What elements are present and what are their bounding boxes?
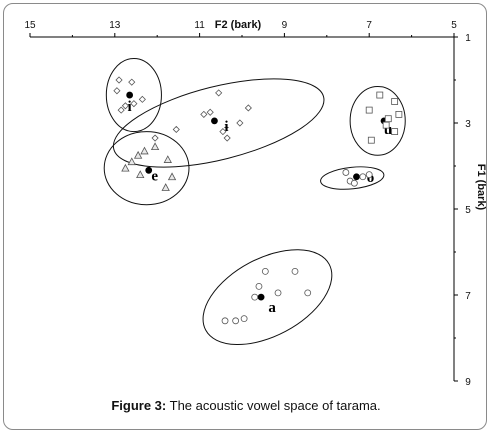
data-point: [365, 171, 373, 179]
caption-text: The acoustic vowel space of tarama.: [169, 398, 381, 413]
data-point: [130, 100, 138, 108]
vowel-label: i: [128, 99, 132, 115]
data-point: [140, 146, 149, 155]
data-point: [219, 128, 227, 136]
data-point: [365, 106, 373, 114]
data-point: [367, 136, 375, 144]
data-point: [376, 91, 384, 99]
data-point: [150, 142, 160, 151]
data-point: [382, 121, 390, 129]
y-tick-label: 5: [465, 205, 471, 216]
data-point: [167, 172, 177, 181]
vowel-mean-point: [211, 117, 218, 125]
data-point: [223, 134, 231, 142]
data-point: [121, 163, 130, 172]
x-tick-label: 15: [24, 20, 36, 31]
figure-caption: Figure 3: The acoustic vowel space of ta…: [0, 398, 492, 413]
vowel-mean-point: [145, 166, 153, 174]
y-tick-label: 7: [465, 291, 471, 302]
data-point: [215, 89, 223, 97]
vowel-ellipse: [349, 85, 406, 156]
vowel-ellipse: [105, 58, 162, 133]
vowel-label: o: [367, 170, 375, 186]
y-axis-title: F1 (bark): [475, 164, 487, 211]
data-point: [244, 104, 252, 112]
data-point: [255, 282, 263, 290]
y-tick-label: 3: [465, 119, 471, 130]
data-point: [138, 95, 146, 103]
data-point: [350, 179, 358, 187]
data-point: [304, 289, 312, 297]
vowel-ellipse: [320, 166, 385, 190]
x-tick-label: 9: [282, 20, 288, 31]
y-tick-label: 1: [465, 33, 471, 44]
data-point: [236, 119, 244, 127]
data-point: [342, 169, 350, 176]
data-point: [232, 317, 240, 325]
figure-frame: [3, 3, 487, 430]
vowel-ellipse: [202, 249, 333, 346]
vowel-group-a: a: [202, 249, 333, 346]
vowel-mean-point: [353, 173, 360, 181]
data-point: [117, 106, 125, 114]
caption-label: Figure 3:: [111, 398, 167, 413]
data-point: [127, 157, 136, 166]
vowel-ellipse: [103, 131, 190, 206]
data-point: [391, 128, 399, 136]
data-point: [161, 183, 170, 191]
data-point: [274, 289, 282, 297]
vowel-group-e: e: [103, 131, 190, 206]
data-point: [395, 111, 403, 118]
data-point: [359, 173, 367, 181]
vowel-mean-point: [257, 293, 265, 301]
data-point: [172, 125, 180, 134]
x-axis-title: F2 (bark): [215, 19, 262, 31]
vowel-mean-point: [126, 91, 134, 99]
vowel-group-o: o: [320, 166, 385, 190]
data-point: [121, 102, 129, 110]
data-point: [136, 170, 145, 179]
vowel-group-i: i: [105, 58, 162, 133]
data-point: [221, 317, 229, 325]
data-point: [384, 115, 392, 123]
vowel-group-ɨ: ɨ: [112, 78, 325, 168]
vowel-ellipse: [112, 78, 325, 168]
x-tick-label: 11: [194, 20, 205, 31]
data-point: [128, 78, 136, 86]
data-point: [391, 98, 399, 105]
x-tick-label: 13: [109, 20, 121, 31]
data-point: [200, 110, 208, 118]
data-point: [163, 155, 172, 163]
vowel-label: a: [268, 300, 276, 316]
data-point: [291, 267, 299, 275]
data-point: [115, 76, 123, 84]
data-point: [133, 150, 143, 159]
data-point: [240, 315, 248, 323]
x-tick-label: 5: [451, 20, 457, 31]
vowel-label: ɨ: [224, 119, 229, 135]
data-point: [151, 134, 159, 142]
data-point: [206, 108, 214, 116]
data-point: [251, 293, 259, 301]
vowel-label: u: [384, 122, 392, 138]
y-tick-label: 9: [465, 377, 471, 388]
data-point: [113, 87, 121, 95]
x-tick-label: 7: [366, 20, 372, 31]
data-point: [261, 267, 269, 275]
vowel-label: e: [151, 168, 158, 184]
